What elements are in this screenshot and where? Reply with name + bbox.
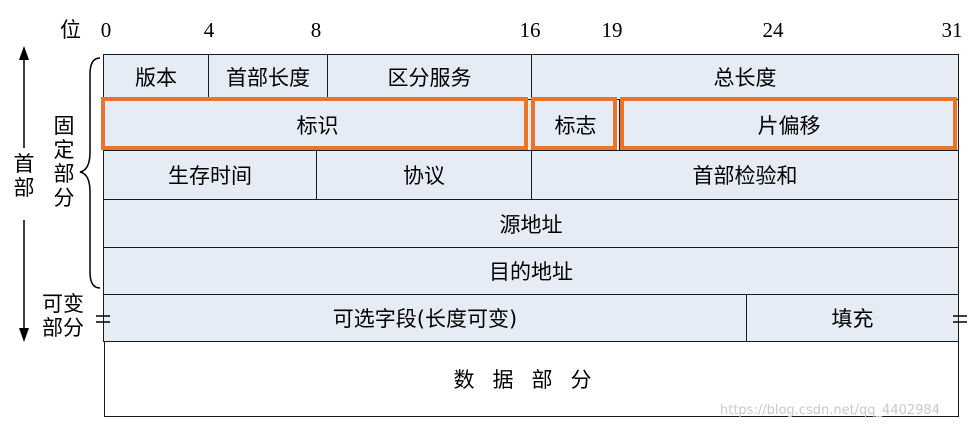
- highlight-fragment-offset: [620, 97, 957, 150]
- field-protocol: 协议: [316, 150, 532, 200]
- highlight-flags: [531, 97, 617, 150]
- bit-tick-19: 19: [601, 18, 623, 42]
- field-differentiated-services: 区分服务: [327, 54, 532, 100]
- field-version: 版本: [103, 54, 209, 100]
- bit-ruler-label: 位: [60, 18, 81, 42]
- side-annotations: [19, 46, 101, 342]
- field-source-address: 源地址: [103, 199, 959, 248]
- field-padding: 填充: [746, 294, 959, 342]
- header-arrow-up-head: [19, 46, 29, 60]
- field-identification: 标识: [103, 99, 532, 151]
- field-destination-address: 目的地址: [103, 247, 959, 295]
- header-arrow-down-head: [19, 328, 29, 342]
- bit-tick-0: 0: [100, 18, 112, 42]
- variable-part-label: 可变部分: [42, 292, 84, 340]
- fixed-part-brace: [79, 57, 101, 289]
- highlight-identification: [101, 97, 528, 150]
- field-header-checksum: 首部检验和: [531, 150, 959, 200]
- field-options: 可选字段(长度可变): [103, 294, 747, 342]
- data-part: 数据部分: [104, 341, 959, 417]
- fixed-part-label: 固定部分: [53, 114, 75, 210]
- variable-length-markers: [96, 315, 967, 323]
- bit-tick-24: 24: [762, 18, 784, 42]
- header-label: 首部: [13, 152, 35, 200]
- bit-tick-4: 4: [203, 18, 215, 42]
- field-time-to-live: 生存时间: [103, 150, 317, 200]
- field-total-length: 总长度: [531, 54, 959, 100]
- field-header-length: 首部长度: [208, 54, 328, 100]
- bit-tick-31: 31: [941, 18, 963, 42]
- watermark: https://blog.csdn.net/qq_4402984: [720, 403, 940, 418]
- bit-tick-8: 8: [310, 18, 322, 42]
- bit-tick-16: 16: [519, 18, 541, 42]
